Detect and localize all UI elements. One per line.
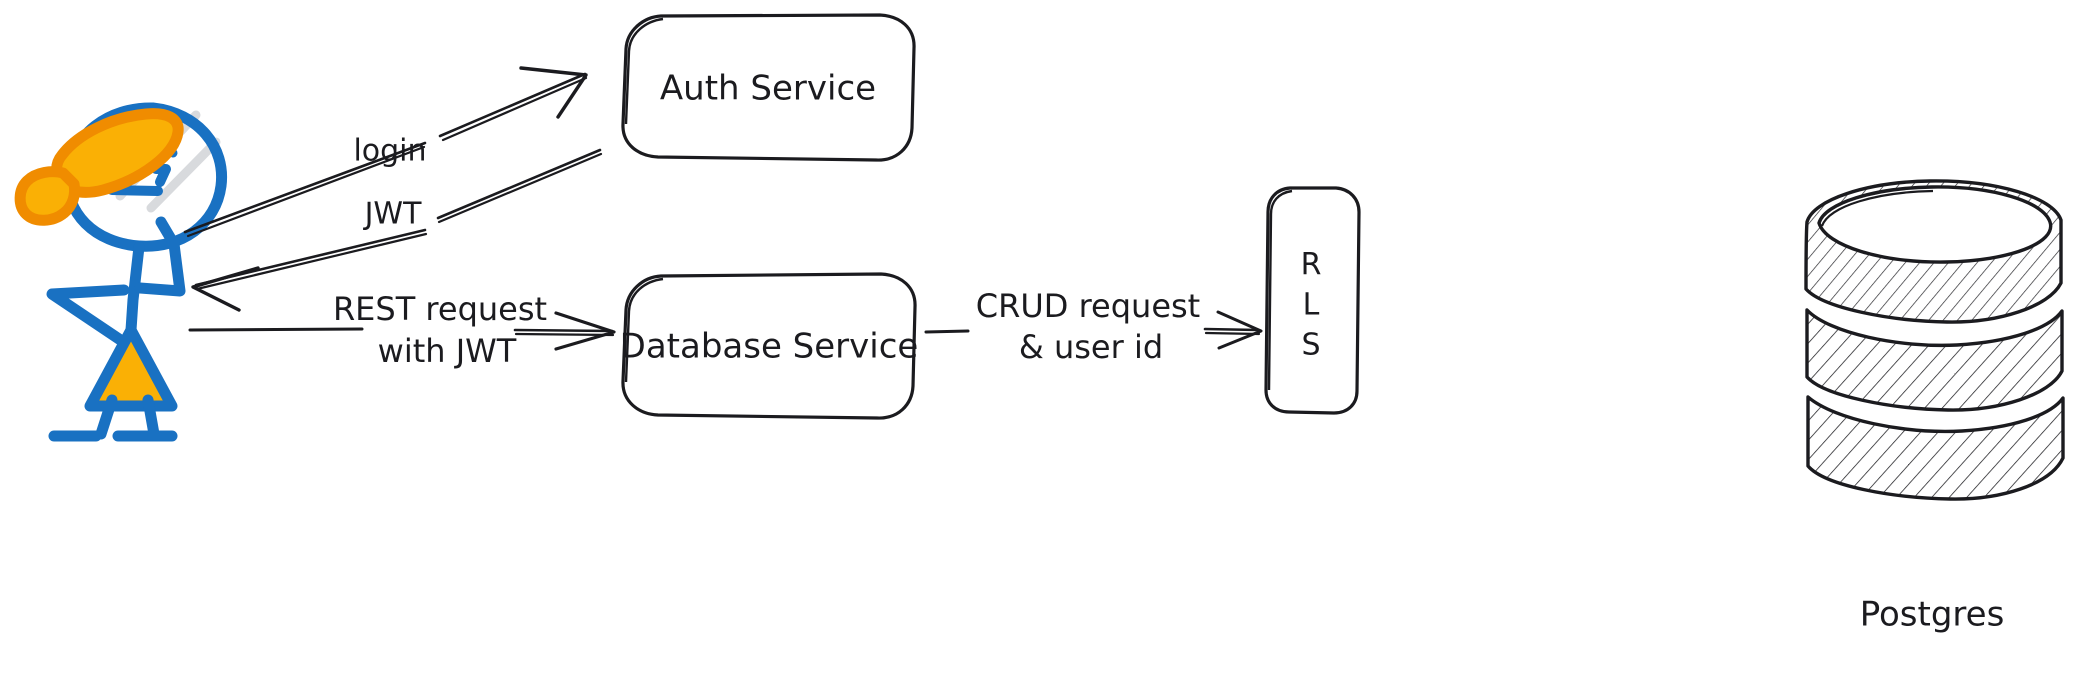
rls-node[interactable]: R L S xyxy=(1264,186,1361,415)
skirt-icon xyxy=(84,324,178,412)
auth-service-label: Auth Service xyxy=(660,69,876,109)
crud-edge-label-line2: & user id xyxy=(1019,328,1163,366)
rls-letter-r: R xyxy=(1301,248,1322,283)
crud-edge-label-line1: CRUD request xyxy=(976,287,1200,325)
postgres-disc-top xyxy=(1804,179,2063,324)
arms-icon xyxy=(46,216,186,351)
database-service-label: Database Service xyxy=(620,327,919,367)
bow-hat-icon xyxy=(14,108,184,226)
postgres-disc-bottom xyxy=(1806,395,2065,501)
crud-edge xyxy=(924,310,1263,350)
postgres-label: Postgres xyxy=(1860,595,2005,635)
user-stick-figure xyxy=(14,102,228,442)
auth-service-node[interactable]: Auth Service xyxy=(621,13,916,162)
database-service-node[interactable]: Database Service xyxy=(620,272,919,420)
login-edge-label: login xyxy=(353,134,426,169)
jwt-edge xyxy=(191,148,603,312)
legs-icon xyxy=(95,394,160,440)
rls-letter-l: L xyxy=(1303,288,1320,323)
rest-edge-label-line1: REST request xyxy=(333,290,547,328)
rest-edge-label-line2: with JWT xyxy=(378,332,517,370)
torso-icon xyxy=(125,241,145,336)
login-edge xyxy=(183,66,588,238)
postgres-node[interactable]: Postgres xyxy=(1804,179,2065,635)
jwt-edge-label: JWT xyxy=(363,197,423,232)
postgres-disc-middle xyxy=(1805,308,2064,412)
rls-letter-s: S xyxy=(1301,328,1320,363)
rest-edge xyxy=(188,311,616,351)
